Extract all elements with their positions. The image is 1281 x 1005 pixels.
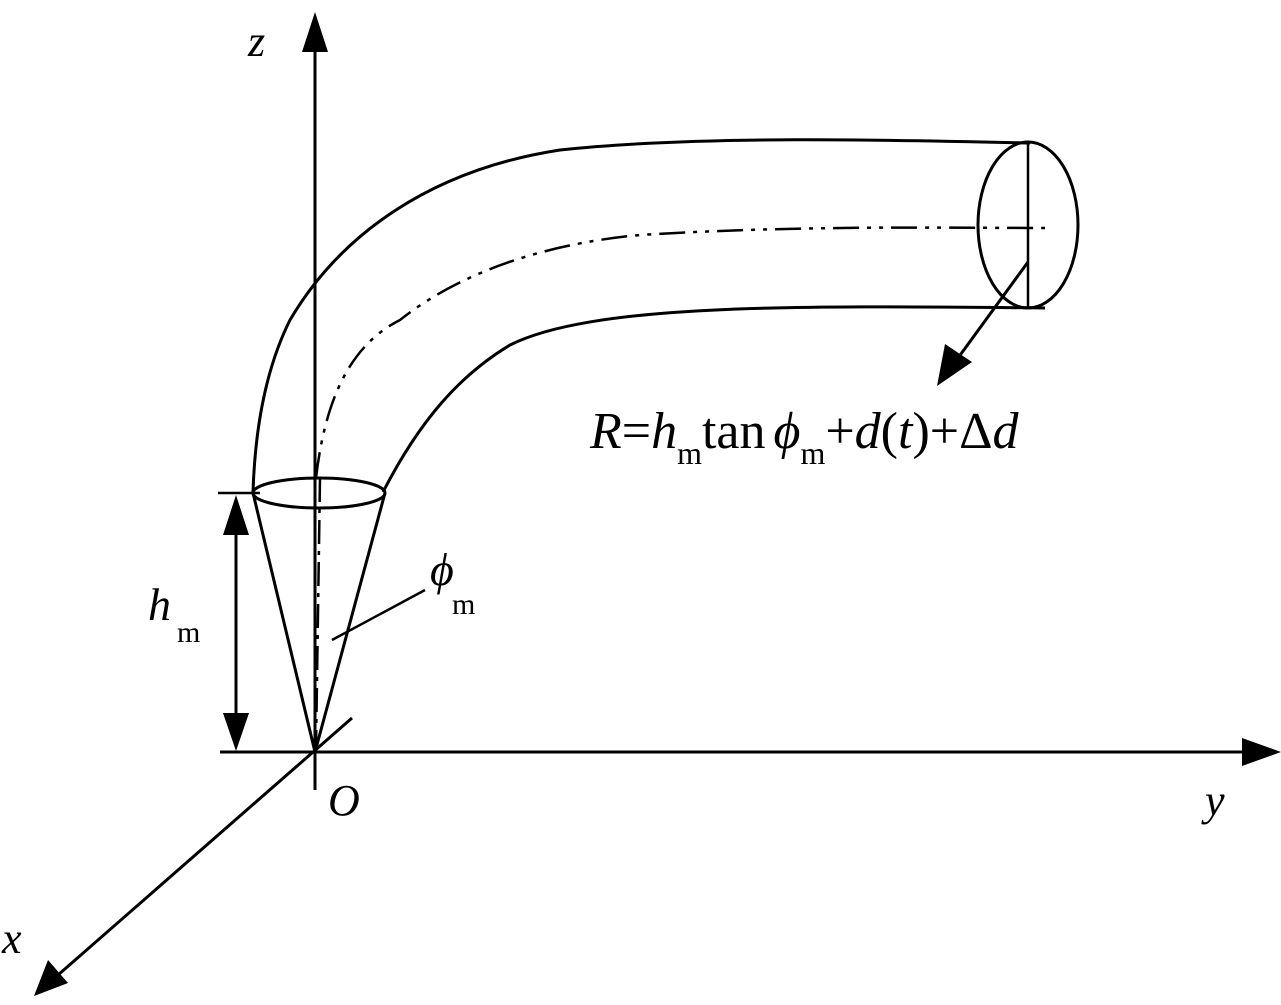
formula-tan: tan bbox=[702, 403, 766, 460]
formula-t: t bbox=[898, 403, 914, 460]
formula-paren-close: ) bbox=[912, 403, 929, 460]
cone-left-edge bbox=[251, 492, 317, 753]
formula-phi-sub: m bbox=[800, 435, 825, 471]
y-axis-label: y bbox=[1201, 776, 1225, 825]
origin-label: O bbox=[328, 776, 360, 825]
height-dimension-arrow bbox=[223, 495, 249, 751]
cone-right-edge bbox=[313, 492, 387, 753]
formula-paren-open: ( bbox=[881, 403, 898, 460]
angle-label-symbol: ϕ bbox=[430, 544, 454, 595]
radius-pointer-arrow bbox=[937, 261, 1030, 386]
formula-h-sub: m bbox=[677, 435, 702, 471]
formula-d: d bbox=[855, 403, 882, 460]
formula-delta: Δ bbox=[959, 403, 992, 460]
tube-upper-edge bbox=[251, 138, 1031, 493]
height-label-symbol: h bbox=[148, 579, 171, 630]
z-axis-label: z bbox=[247, 17, 265, 66]
formula-plus-2: + bbox=[930, 403, 959, 460]
x-axis-label: x bbox=[1, 914, 22, 963]
formula-phi: ϕ bbox=[774, 403, 801, 460]
height-label-subscript: m bbox=[177, 616, 200, 649]
formula-d-2: d bbox=[993, 403, 1020, 460]
cone-axis bbox=[314, 477, 322, 749]
x-axis bbox=[34, 716, 353, 996]
y-axis bbox=[220, 738, 1281, 766]
angle-label-subscript: m bbox=[452, 588, 475, 621]
tube-centerline bbox=[314, 226, 1046, 479]
z-axis bbox=[302, 12, 328, 790]
formula-h: h bbox=[651, 403, 677, 460]
angle-leader-line bbox=[331, 588, 426, 642]
formula-r: R bbox=[589, 403, 622, 460]
tube-lower-edge bbox=[381, 305, 1046, 493]
formula-equals: = bbox=[622, 403, 651, 460]
formula-plus-1: + bbox=[825, 403, 854, 460]
